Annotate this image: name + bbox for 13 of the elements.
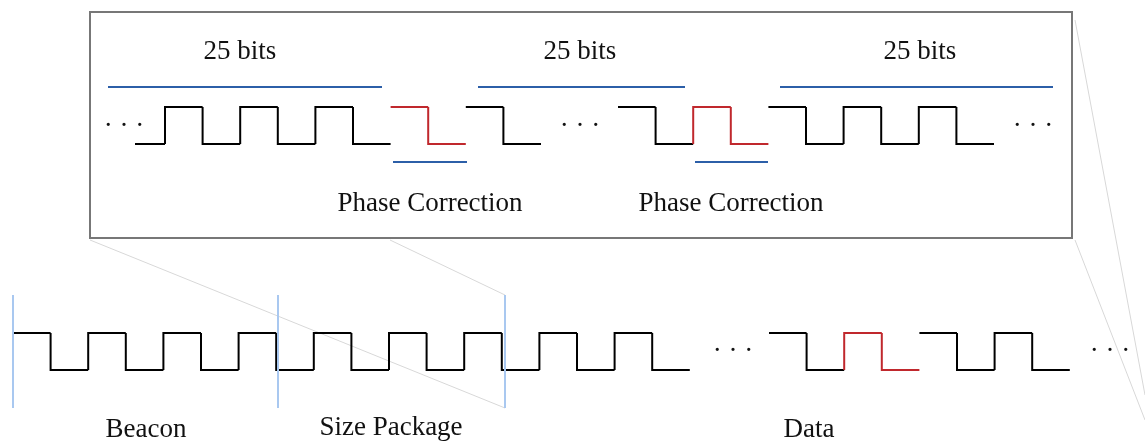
bit-count-label: 25 bits (203, 36, 277, 64)
ellipsis: · · · (103, 111, 145, 139)
ellipsis: · · · (712, 336, 754, 364)
section-label: Phase Correction (337, 188, 523, 216)
section-label: Size Package (319, 412, 463, 440)
ellipsis: · · · (1089, 336, 1131, 364)
ellipsis: · · · (559, 111, 601, 139)
bit-count-label: 25 bits (543, 36, 617, 64)
bit-count-label: 25 bits (883, 36, 957, 64)
section-label: Beacon (105, 414, 187, 442)
section-label: Data (783, 414, 835, 442)
ellipsis: · · · (1012, 111, 1054, 139)
section-label: Phase Correction (638, 188, 824, 216)
